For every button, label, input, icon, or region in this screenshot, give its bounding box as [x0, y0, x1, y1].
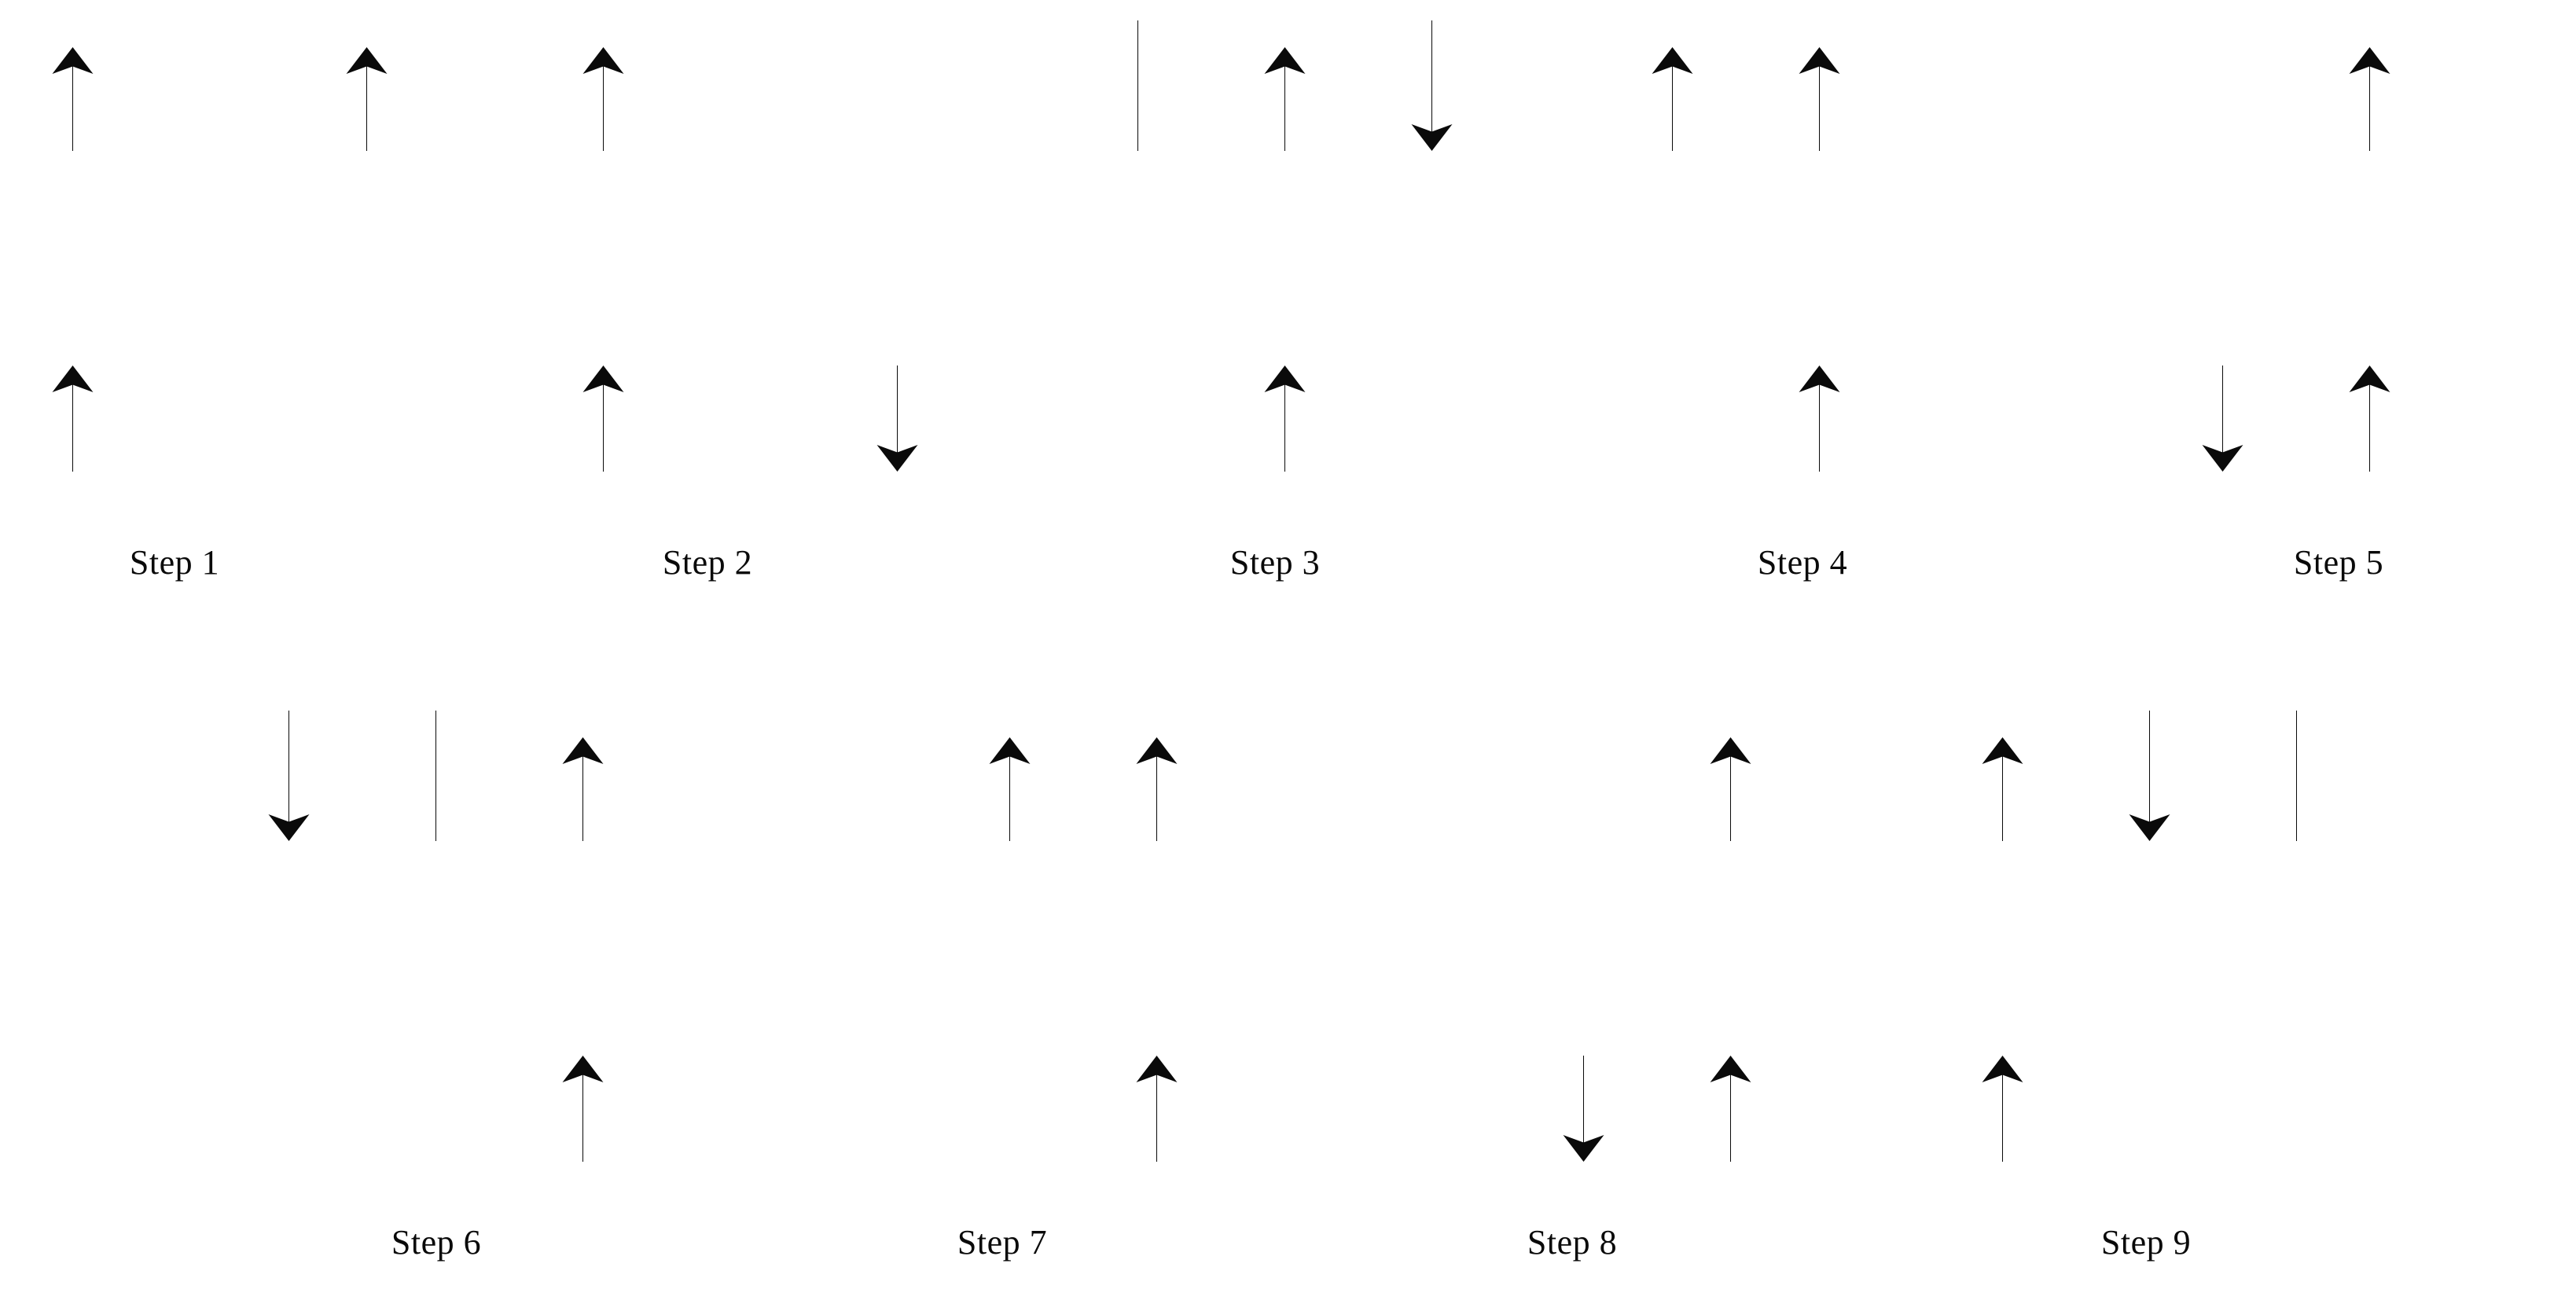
- step-2-group: [527, 9, 974, 523]
- step-4-box2-top-arrow-head: [1799, 47, 1840, 74]
- step-4-box2-bottom-arrow-head: [1799, 365, 1840, 392]
- step-4-group: [1596, 9, 2043, 523]
- step-4-label: Step 4: [1757, 543, 1848, 582]
- step-9-group: [1926, 700, 2373, 1213]
- step-2-svg: [582, 47, 918, 472]
- step-6-svg: [268, 711, 604, 1162]
- step-7-box2-top-arrow-head: [989, 737, 1031, 764]
- step-3-group: [1061, 9, 1508, 523]
- step-6-label: Step 6: [391, 1223, 482, 1262]
- step-7-label: Step 7: [957, 1223, 1048, 1262]
- step-5-group: [2146, 9, 2576, 523]
- step-6-group: [212, 700, 660, 1213]
- step-7-svg: [989, 737, 1178, 1162]
- step-5-box2-bottom-arrow-head: [2349, 365, 2390, 392]
- step-1-label: Step 1: [129, 543, 220, 582]
- step-9-label: Step 9: [2100, 1223, 2192, 1262]
- step-4-svg: [1652, 47, 1840, 472]
- step-3-box2-top-arrow-head: [1264, 47, 1306, 74]
- step-6-bracket-arrow-head: [268, 814, 310, 841]
- step-9-box1-bottom-arrow-head: [1982, 1056, 2023, 1082]
- step-2-label: Step 2: [662, 543, 753, 582]
- step-9-bracket-arrow-head: [2129, 814, 2170, 841]
- step-3-box2-bottom-arrow-head: [1264, 365, 1306, 392]
- step-7-group: [786, 700, 1233, 1213]
- step-5-box1-bottom-arrow-head: [2202, 445, 2243, 472]
- step-7-box3-bottom-arrow-head: [1136, 1056, 1178, 1082]
- step-6-box3-top-arrow-head: [562, 737, 604, 764]
- step-6-box3-bottom-arrow-head: [562, 1056, 604, 1082]
- step-5-label: Step 5: [2293, 543, 2384, 582]
- step-3-bracket-arrow-head: [1411, 124, 1453, 151]
- step-8-box3-bottom-arrow-head: [1710, 1056, 1751, 1082]
- step-8-box3-top-arrow-head: [1710, 737, 1751, 764]
- step-9-box1-top-arrow-head: [1982, 737, 2023, 764]
- step-1-svg: [52, 47, 388, 472]
- step-7-box3-top-arrow-head: [1136, 737, 1178, 764]
- step-5-svg: [2202, 47, 2390, 472]
- step-9-svg: [1982, 711, 2297, 1162]
- step-1-box1-bottom-arrow-head: [52, 365, 94, 392]
- step-3-label: Step 3: [1229, 543, 1321, 582]
- step-8-label: Step 8: [1527, 1223, 1618, 1262]
- step-2-box3-bottom-arrow-head: [876, 445, 918, 472]
- step-2-box1-top-arrow-head: [582, 47, 624, 74]
- step-4-box1-top-arrow-head: [1652, 47, 1693, 74]
- step-5-box2-top-arrow-head: [2349, 47, 2390, 74]
- step-6-bracket-connector: [268, 711, 436, 841]
- step-3-bracket-connector: [1137, 20, 1453, 151]
- step-1-box1-top-arrow-head: [52, 47, 94, 74]
- step-8-box2-bottom-arrow-head: [1563, 1135, 1604, 1162]
- step-3-svg: [1137, 20, 1453, 472]
- step-9-bracket-connector: [2129, 711, 2297, 841]
- step-1-group: [0, 9, 443, 523]
- step-8-svg: [1563, 737, 1751, 1162]
- step-2-box1-bottom-arrow-head: [582, 365, 624, 392]
- step-1-box3-top-arrow-head: [346, 47, 388, 74]
- step-8-group: [1360, 700, 1807, 1213]
